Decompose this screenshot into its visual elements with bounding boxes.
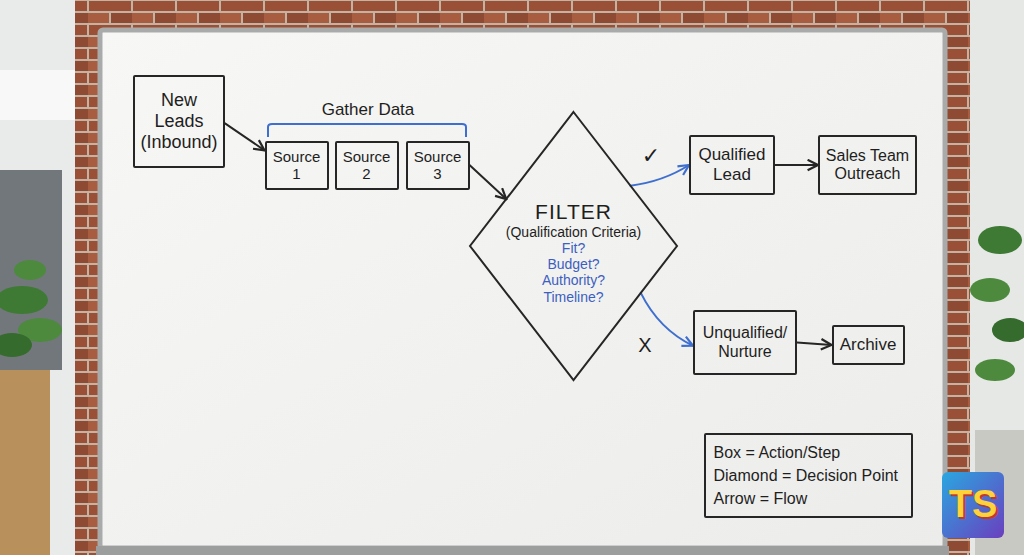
whiteboard xyxy=(100,30,945,548)
legend-text: Box = Action/Step xyxy=(714,441,903,464)
flow-arrow xyxy=(797,343,832,346)
window-light xyxy=(0,70,75,120)
left-plant xyxy=(0,260,62,555)
node-label: Source 1 xyxy=(273,148,321,183)
source-box: Source 2 xyxy=(335,141,399,190)
watermark-logo: TS xyxy=(949,484,998,526)
legend-box: Box = Action/StepDiamond = Decision Poin… xyxy=(704,433,913,518)
brick-wall xyxy=(75,0,970,555)
node-label: Sales Team Outreach xyxy=(824,147,911,184)
node-label: Fit? Budget? Authority? Timeline? xyxy=(542,240,605,304)
node-label: Unqualified/ Nurture xyxy=(703,324,788,361)
flow-arrow xyxy=(775,164,818,166)
legend-text: Diamond = Decision Point xyxy=(714,464,903,487)
node-label: Archive xyxy=(838,335,899,355)
process-box: New Leads (Inbound) xyxy=(133,75,225,168)
diamond-outline xyxy=(470,112,677,380)
node-label: Source 2 xyxy=(343,148,391,183)
source-box: Source 1 xyxy=(265,141,329,190)
right-office xyxy=(970,0,1024,555)
marker-tray xyxy=(96,546,949,555)
process-box: Qualified Lead xyxy=(689,135,775,195)
group-label: Gather Data xyxy=(322,101,415,120)
logo-badge xyxy=(942,472,1004,538)
flow-arrow xyxy=(225,123,265,150)
process-box: Unqualified/ Nurture xyxy=(693,310,797,375)
node-label: Source 3 xyxy=(414,148,462,183)
check-mark: ✓ xyxy=(642,144,660,168)
node-label: New Leads (Inbound) xyxy=(140,90,217,152)
cross-mark: X xyxy=(638,334,651,356)
flow-arrow xyxy=(470,165,507,199)
flow-arrow xyxy=(630,165,689,186)
node-label: (Qualification Criteria) xyxy=(470,224,677,240)
node-label: FILTER xyxy=(470,200,677,224)
left-office xyxy=(0,0,75,555)
node-label: Qualified Lead xyxy=(698,145,765,184)
gather-bracket xyxy=(268,124,466,137)
process-box: Archive xyxy=(832,325,905,365)
source-box: Source 3 xyxy=(406,141,470,190)
process-box: Sales Team Outreach xyxy=(818,135,917,195)
legend-text: Arrow = Flow xyxy=(714,487,903,510)
